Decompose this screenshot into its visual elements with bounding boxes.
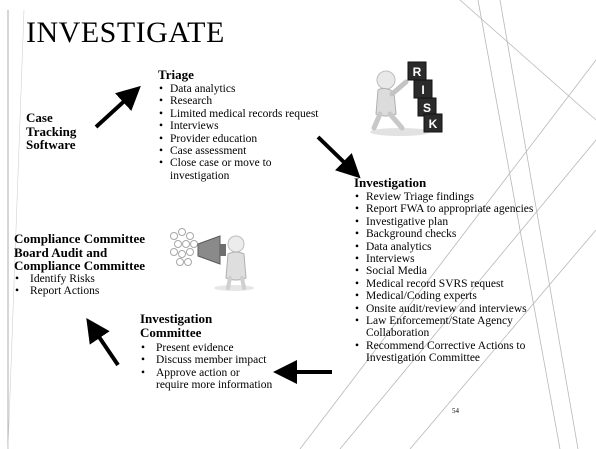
list-item: Medical record SVRS request	[354, 278, 582, 291]
committee-heading: Investigation Committee	[140, 312, 290, 340]
compliance-heading: Compliance Committee Board Audit and Com…	[14, 232, 184, 273]
triage-list: Data analytics Research Limited medical …	[158, 83, 338, 182]
case-tracking-line2: Tracking	[26, 123, 77, 139]
risk-figure-illustration: R I S K	[370, 61, 443, 136]
slide-title: INVESTIGATE	[26, 16, 225, 49]
list-item: Case assessment	[158, 145, 338, 158]
page-number: 54	[452, 407, 459, 415]
list-item: Discuss member impact	[140, 354, 274, 367]
megaphone-figure-illustration	[170, 228, 254, 291]
compliance-heading-line3: Compliance Committee	[14, 258, 146, 273]
arrow-triage-to-investigation	[316, 135, 361, 179]
list-item: Review Triage findings	[354, 191, 582, 204]
list-item: Social Media	[354, 265, 582, 278]
risk-letter-r: R	[413, 65, 422, 79]
arrow-committee-to-compliance	[86, 318, 120, 367]
committee-block: Investigation Committee Present evidence…	[140, 312, 290, 392]
list-item: Interviews	[158, 120, 338, 133]
list-item: Background checks	[354, 228, 582, 241]
list-item: Data analytics	[158, 83, 338, 96]
list-item: Interviews	[354, 253, 582, 266]
compliance-heading-line2: Board Audit and	[14, 244, 108, 260]
triage-block: Triage Data analytics Research Limited m…	[158, 68, 338, 182]
risk-letter-k: K	[429, 117, 438, 131]
list-item: Present evidence	[140, 342, 290, 355]
list-item: Research	[158, 95, 338, 108]
list-item: Provider education	[158, 133, 338, 146]
investigation-block: Investigation Review Triage findings Rep…	[354, 176, 582, 365]
list-item: Investigative plan	[354, 216, 582, 229]
compliance-list: Identify Risks Report Actions	[14, 273, 184, 298]
list-item: Limited medical records request	[158, 108, 320, 121]
list-item: Law Enforcement/State Agency Collaborati…	[354, 315, 571, 340]
investigation-heading: Investigation	[354, 175, 427, 190]
list-item: Close case or move to investigation	[158, 157, 320, 182]
list-item: Medical/Coding experts	[354, 290, 582, 303]
investigation-list: Review Triage findings Report FWA to app…	[354, 191, 582, 365]
list-item: Approve action or require more informati…	[140, 367, 274, 392]
case-tracking-line1: Case	[26, 110, 53, 125]
arrow-case-to-triage	[94, 85, 141, 129]
list-item: Recommend Corrective Actions to Investig…	[354, 340, 581, 365]
list-item: Report FWA to appropriate agencies	[354, 203, 551, 216]
case-tracking-label: Case Tracking Software	[26, 111, 76, 152]
risk-letter-i: I	[421, 83, 424, 97]
list-item: Report Actions	[14, 285, 184, 298]
committee-list: Present evidence Discuss member impact A…	[140, 342, 290, 392]
committee-heading-line1: Investigation	[140, 311, 213, 326]
case-tracking-line3: Software	[26, 137, 76, 152]
risk-letter-s: S	[423, 101, 431, 115]
list-item: Identify Risks	[14, 273, 184, 286]
compliance-heading-line1: Compliance Committee	[14, 231, 146, 246]
compliance-block: Compliance Committee Board Audit and Com…	[14, 232, 184, 298]
list-item: Data analytics	[354, 241, 582, 254]
triage-heading: Triage	[158, 67, 194, 82]
committee-heading-line2: Committee	[140, 325, 202, 340]
list-item: Onsite audit/review and interviews	[354, 303, 582, 316]
